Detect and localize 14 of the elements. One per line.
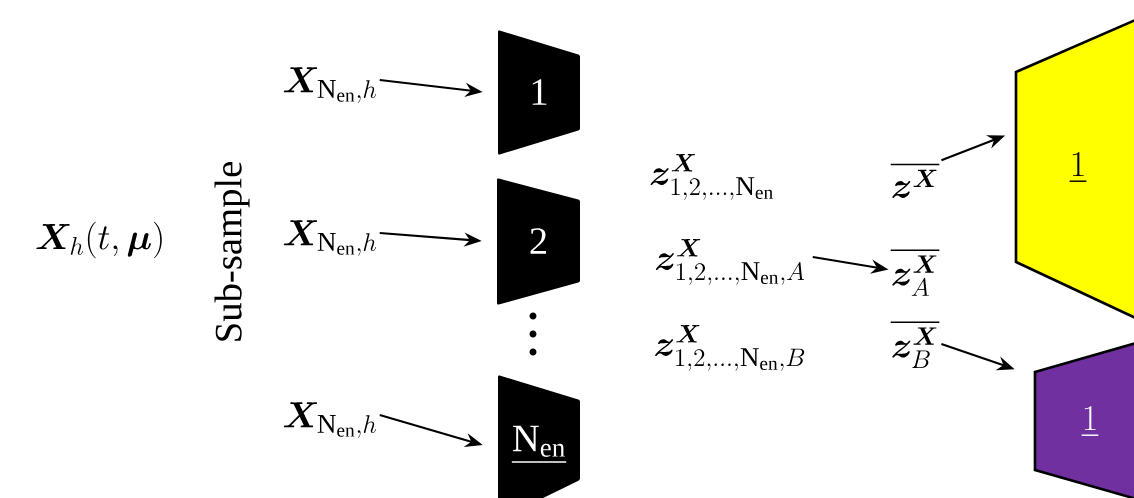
input-label: $\boldsymbol{X}_{\mathrm{N}_{\mathrm{en}},h}$ bbox=[283, 67, 376, 103]
input-label: $\boldsymbol{X}_h(t,\boldsymbol{\mu})$ bbox=[36, 221, 162, 259]
mean-latent-label: $\overline{\boldsymbol{z}^{\boldsymbol{X}}_{A}}$ bbox=[890, 250, 940, 296]
mean-latent-label: $\overline{\boldsymbol{z}^{\boldsymbol{X}}}$ bbox=[890, 164, 940, 198]
mean-latent-label: $\overline{\boldsymbol{z}^{\boldsymbol{X}}_{B}}$ bbox=[890, 322, 940, 368]
encoder-trapezoid: 2 bbox=[497, 178, 580, 305]
encoder-trapezoid: $\underline{\mathrm{N}_{\mathrm{en}}}$ bbox=[498, 375, 580, 498]
latent-label: $\boldsymbol{z}^{\boldsymbol{X}}_{1,2,\ldots,\mathrm{N}_{\mathrm{en}}}$ bbox=[650, 154, 773, 200]
input-label: $\boldsymbol{X}_{\mathrm{N}_{\mathrm{en}},h}$ bbox=[283, 402, 376, 438]
side-label: Sub-sample bbox=[214, 162, 250, 341]
encoder-trapezoid: 1 bbox=[498, 30, 580, 155]
latent-label: $\boldsymbol{z}^{\boldsymbol{X}}_{1,2,\ldots,\mathrm{N}_{\mathrm{en}},A}$ bbox=[655, 239, 805, 285]
latent-label: $\boldsymbol{z}^{\boldsymbol{X}}_{1,2,\ldots,\mathrm{N}_{\mathrm{en}},B}$ bbox=[655, 325, 805, 371]
input-label: $\boldsymbol{X}_{\mathrm{N}_{\mathrm{en}},h}$ bbox=[283, 220, 376, 256]
